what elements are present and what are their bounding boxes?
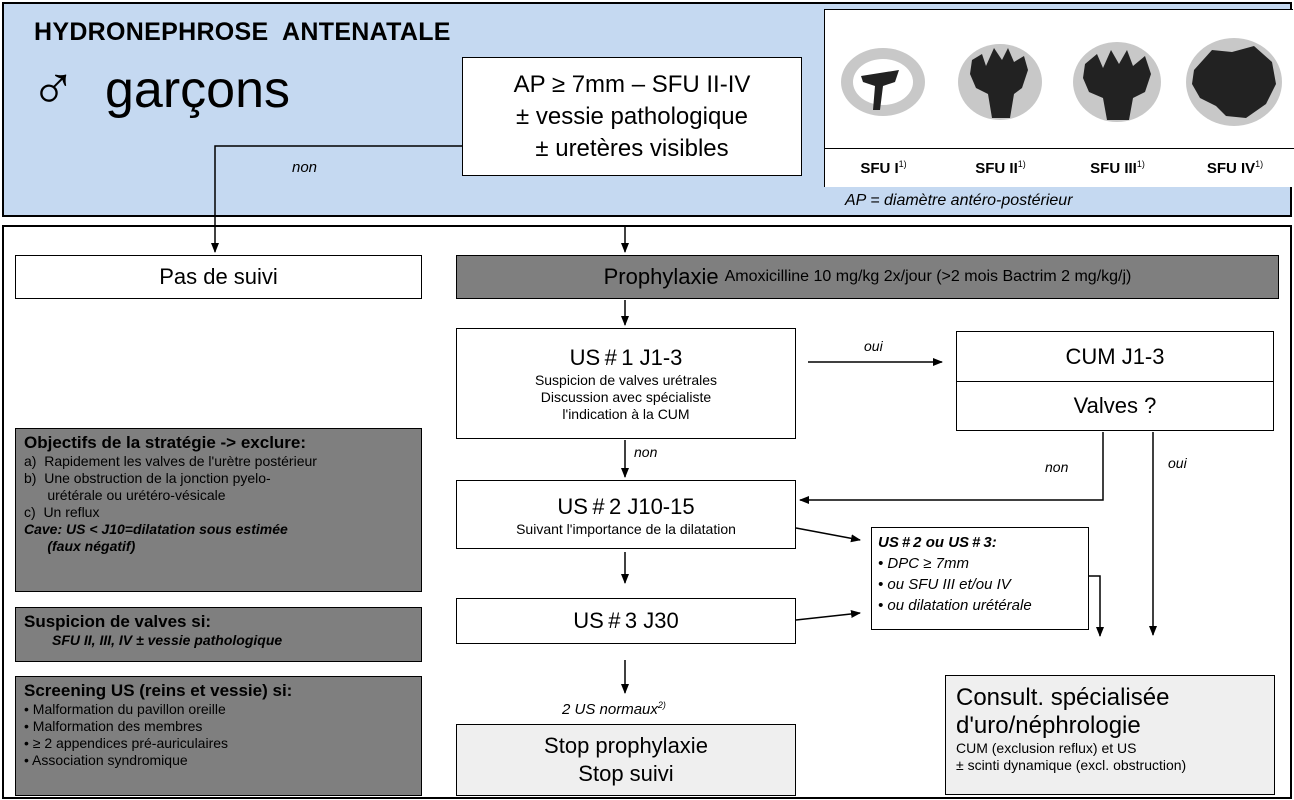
criteria-followup-item: • ou dilatation urétérale	[878, 597, 1032, 614]
criteria-followup-box: US # 2 ou US # 3: • DPC ≥ 7mm • ou SFU I…	[871, 527, 1089, 630]
screening-title: Screening US (reins et vessie) si:	[24, 681, 293, 700]
pas-de-suivi-box: Pas de suivi	[15, 255, 422, 299]
us2-title: US # 2 J10-15	[557, 493, 695, 519]
us1-line: Suspicion de valves urétrales	[534, 372, 718, 388]
suspicion-line: SFU II, III, IV ± vessie pathologique	[52, 632, 283, 648]
us1-line: Discussion avec spécialiste	[540, 389, 712, 405]
criteria-line: AP ≥ 7mm – SFU II-IV	[513, 70, 751, 98]
us2-line: Suivant l'importance de la dilatation	[516, 520, 736, 537]
stop-box: Stop prophylaxie Stop suivi	[456, 724, 796, 796]
screening-box: Screening US (reins et vessie) si: • Mal…	[15, 676, 422, 796]
non-label: non	[292, 159, 318, 176]
page-title: HYDRONEPHROSE ANTENATALE	[34, 18, 451, 46]
gender-label: garçons	[105, 61, 290, 119]
arrow-criteria-to-consult	[1089, 575, 1104, 637]
arrow-us3-to-criteria	[795, 610, 861, 621]
objectifs-item: b) Une obstruction de la jonction pyelo-	[24, 470, 271, 486]
sfu-image-3	[1059, 10, 1177, 148]
objectifs-title: Objectifs de la stratégie -> exclure:	[24, 433, 307, 452]
non-label-1: non	[634, 444, 658, 460]
consult-title: Consult. spécialisée	[956, 684, 1170, 711]
screening-item: • Association syndromique	[24, 752, 188, 768]
stop-line: Stop suivi	[578, 761, 674, 786]
consult-box: Consult. spécialisée d'uro/néphrologie C…	[945, 675, 1275, 795]
sfu-image-4	[1176, 10, 1294, 148]
cum-box: CUM J1-3 Valves ?	[956, 331, 1274, 431]
us2-box: US # 2 J10-15 Suivant l'importance de la…	[456, 480, 796, 549]
sfu-grid: SFU I1) SFU II1) SFU III1) SFU IV1)	[824, 9, 1294, 187]
us1-box: US # 1 J1-3 Suspicion de valves urétrale…	[456, 328, 796, 439]
arrow-cum-non-to-us2	[799, 432, 1104, 504]
arrow-us2-to-criteria	[795, 527, 861, 543]
suspicion-title: Suspicion de valves si:	[24, 612, 212, 631]
criteria-followup-item: • ou SFU III et/ou IV	[878, 576, 1011, 593]
us1-title: US # 1 J1-3	[569, 345, 683, 370]
normal-us-label: 2 US normaux2)	[562, 700, 666, 718]
stop-line: Stop prophylaxie	[544, 733, 708, 758]
suspicion-box: Suspicion de valves si: SFU II, III, IV …	[15, 607, 422, 662]
ap-note: AP = diamètre antéro-postérieur	[845, 192, 1073, 209]
non-label-2: non	[1045, 459, 1069, 475]
sfu-label-3: SFU III1)	[1059, 148, 1177, 187]
oui-label-2: oui	[1168, 455, 1187, 471]
objectifs-cave: (faux négatif)	[24, 538, 136, 554]
objectifs-box: Objectifs de la stratégie -> exclure: a)…	[15, 428, 422, 592]
screening-item: • Malformation du pavillon oreille	[24, 701, 226, 717]
oui-label-1: oui	[864, 338, 883, 354]
criteria-line: ± uretères visibles	[535, 134, 729, 162]
sfu-label-2: SFU II1)	[942, 148, 1060, 187]
male-symbol-icon: ♂	[30, 52, 77, 121]
us3-title: US # 3 J30	[573, 608, 679, 633]
cum-title: CUM J1-3	[957, 332, 1273, 382]
criteria-followup-item: • DPC ≥ 7mm	[878, 555, 969, 572]
cum-question: Valves ?	[1073, 393, 1157, 418]
screening-item: • ≥ 2 appendices pré-auriculaires	[24, 735, 229, 751]
prophylaxie-title: Prophylaxie	[603, 264, 719, 289]
us3-box: US # 3 J30	[456, 598, 796, 644]
objectifs-cave: Cave: US < J10=dilatation sous estimée	[24, 521, 288, 537]
screening-item: • Malformation des membres	[24, 718, 203, 734]
arrow-non-to-pas-de-suivi	[211, 145, 462, 253]
objectifs-item: c) Un reflux	[24, 504, 100, 520]
us1-line: l'indication à la CUM	[562, 406, 690, 422]
consult-line: ± scinti dynamique (excl. obstruction)	[956, 757, 1187, 773]
objectifs-item: urétérale ou urétéro-vésicale	[24, 487, 226, 503]
objectifs-item: a) Rapidement les valves de l'urètre pos…	[24, 453, 317, 469]
sfu-label-1: SFU I1)	[825, 148, 943, 187]
prophylaxie-box: Prophylaxie Amoxicilline 10 mg/kg 2x/jou…	[456, 255, 1279, 299]
criteria-box: AP ≥ 7mm – SFU II-IV ± vessie pathologiq…	[462, 57, 802, 176]
criteria-followup-title: US # 2 ou US # 3:	[878, 534, 997, 551]
consult-title: d'uro/néphrologie	[956, 712, 1141, 739]
sfu-image-2	[942, 10, 1060, 148]
consult-line: CUM (exclusion reflux) et US	[956, 740, 1137, 756]
prophylaxie-detail: Amoxicilline 10 mg/kg 2x/jour (>2 mois B…	[724, 268, 1132, 285]
pas-de-suivi-label: Pas de suivi	[159, 264, 278, 289]
sfu-label-4: SFU IV1)	[1176, 148, 1294, 187]
criteria-line: ± vessie pathologique	[516, 102, 748, 130]
